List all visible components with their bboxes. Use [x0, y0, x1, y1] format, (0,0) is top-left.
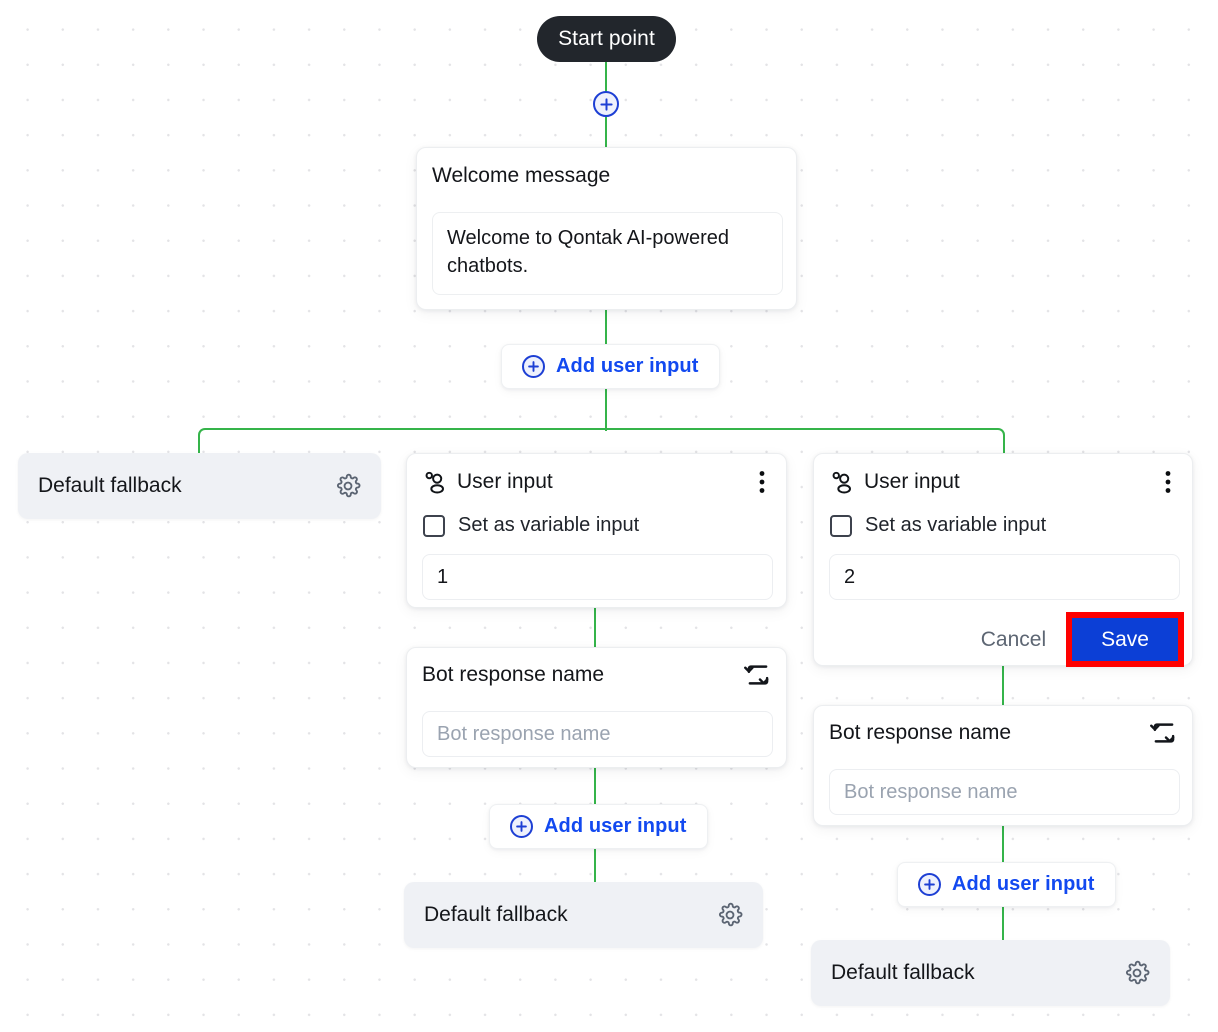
- user-input-card-header: User input: [423, 469, 772, 495]
- add-user-input-button-middle[interactable]: Add user input: [489, 804, 708, 849]
- plus-icon: [599, 97, 613, 111]
- add-user-input-button-right[interactable]: Add user input: [897, 862, 1116, 907]
- edge-mid-botresponse-to-add: [594, 768, 596, 806]
- default-fallback-label: Default fallback: [38, 474, 182, 497]
- edge-welcome-to-add: [605, 308, 607, 346]
- user-input-card-header: User input: [830, 469, 1178, 495]
- bot-response-card-middle[interactable]: Bot response name Bot response name: [406, 647, 787, 768]
- kebab-menu-icon[interactable]: [1158, 469, 1178, 495]
- edge-start-to-plus: [605, 60, 607, 94]
- edge-mid-add-to-fallback: [594, 847, 596, 883]
- add-user-input-label: Add user input: [952, 873, 1095, 895]
- bot-response-title: Bot response name: [422, 663, 605, 686]
- edge-right-userinput-to-botresponse: [1002, 666, 1004, 726]
- set-as-variable-input-row[interactable]: Set as variable input: [830, 514, 1046, 537]
- plus-icon: [516, 821, 527, 832]
- user-input-title: User input: [457, 470, 553, 493]
- default-fallback-card-left[interactable]: Default fallback: [18, 453, 381, 519]
- edge-add-to-branch: [605, 387, 607, 431]
- welcome-message-title: Welcome message: [432, 164, 611, 187]
- default-fallback-label: Default fallback: [424, 903, 568, 926]
- people-icon: [832, 471, 851, 493]
- add-user-input-label: Add user input: [556, 355, 699, 377]
- save-button-highlight: Save: [1066, 612, 1184, 668]
- default-fallback-card-middle[interactable]: Default fallback: [404, 882, 763, 948]
- set-as-variable-input-label: Set as variable input: [865, 514, 1047, 536]
- add-node-plus-button[interactable]: [593, 91, 619, 117]
- bot-response-name-input-middle[interactable]: Bot response name: [422, 711, 773, 757]
- swap-arrows-icon[interactable]: [1150, 719, 1178, 747]
- set-as-variable-input-label: Set as variable input: [458, 514, 640, 536]
- gear-icon[interactable]: [717, 902, 743, 928]
- user-input-title: User input: [864, 470, 960, 493]
- user-input-card-right[interactable]: User input Set as variable input 2 Cance…: [813, 453, 1193, 668]
- add-user-input-label: Add user input: [544, 815, 687, 837]
- set-as-variable-input-checkbox[interactable]: [830, 514, 852, 537]
- gear-icon[interactable]: [1124, 960, 1150, 986]
- people-icon: [425, 471, 444, 493]
- default-fallback-label: Default fallback: [831, 961, 975, 984]
- bot-response-card-right[interactable]: Bot response name Bot response name: [813, 705, 1193, 826]
- save-button[interactable]: Save: [1072, 618, 1178, 662]
- edge-right-botresponse-to-add: [1002, 826, 1004, 864]
- plus-circle-icon: [510, 815, 533, 838]
- plus-icon: [528, 361, 539, 372]
- default-fallback-card-right[interactable]: Default fallback: [811, 940, 1170, 1006]
- welcome-message-card[interactable]: Welcome message Welcome to Qontak AI-pow…: [416, 147, 797, 310]
- cancel-button[interactable]: Cancel: [967, 620, 1060, 660]
- plus-icon: [924, 879, 935, 890]
- edge-right-add-to-fallback: [1002, 905, 1004, 941]
- start-point-node[interactable]: Start point: [537, 16, 676, 62]
- user-input-card-middle[interactable]: User input Set as variable input 1: [406, 453, 787, 608]
- kebab-menu-icon[interactable]: [752, 469, 772, 495]
- plus-circle-icon: [918, 873, 941, 896]
- user-input-card-actions: Cancel Save: [967, 612, 1184, 668]
- branch-elbow-right: [605, 428, 1005, 468]
- bot-response-name-input-right[interactable]: Bot response name: [829, 769, 1180, 815]
- gear-icon[interactable]: [335, 473, 361, 499]
- welcome-message-text: Welcome to Qontak AI-powered chatbots.: [432, 212, 783, 295]
- edge-mid-userinput-to-botresponse: [594, 608, 596, 668]
- swap-arrows-icon[interactable]: [744, 661, 772, 689]
- set-as-variable-input-row[interactable]: Set as variable input: [423, 514, 639, 537]
- user-input-value-field[interactable]: 1: [422, 554, 773, 600]
- bot-response-title: Bot response name: [829, 721, 1012, 744]
- start-point-label: Start point: [558, 27, 655, 50]
- plus-circle-icon: [522, 355, 545, 378]
- add-user-input-button-top[interactable]: Add user input: [501, 344, 720, 389]
- edge-plus-to-welcome: [605, 117, 607, 149]
- set-as-variable-input-checkbox[interactable]: [423, 514, 445, 537]
- branch-elbow-left: [198, 428, 607, 468]
- user-input-value-field[interactable]: 2: [829, 554, 1180, 600]
